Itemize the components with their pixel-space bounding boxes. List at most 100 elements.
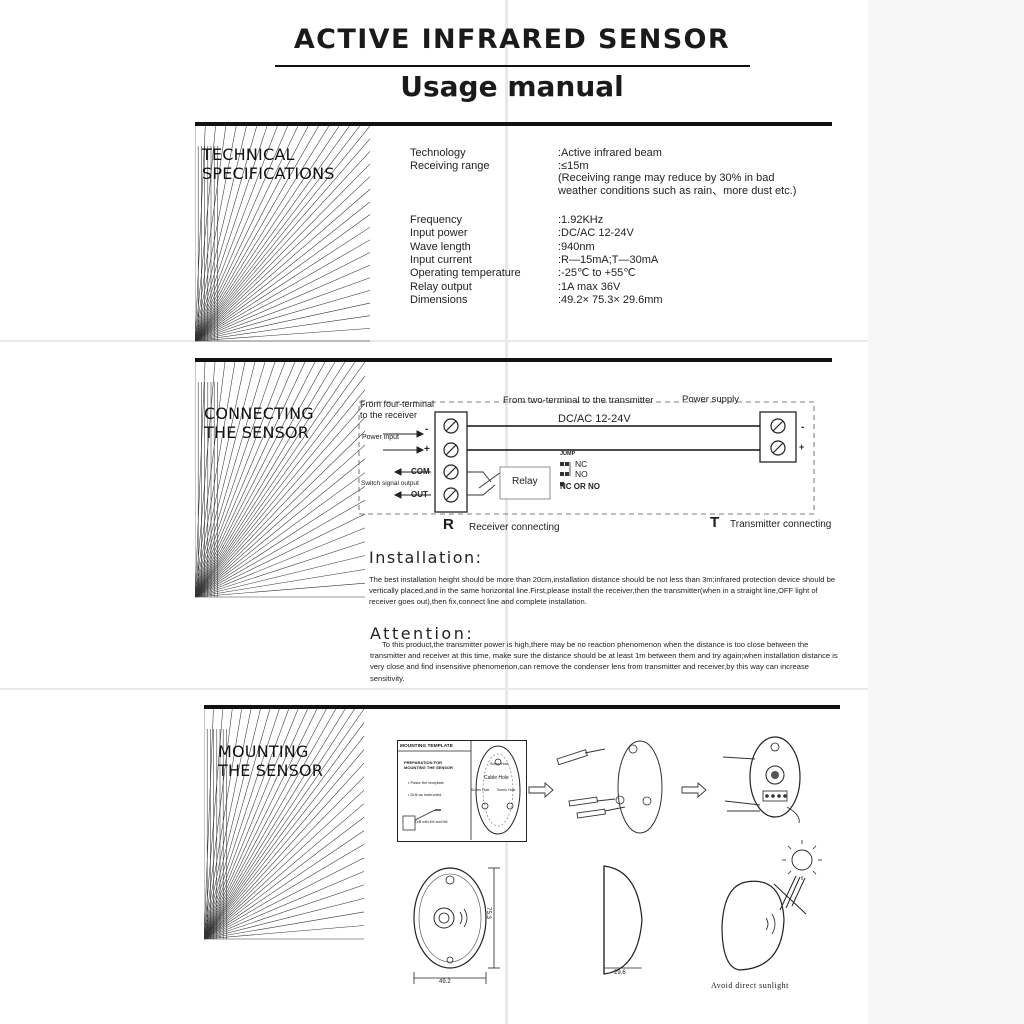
- spec-note: (Receiving range may reduce by 30% in ba…: [558, 172, 775, 184]
- ray-line: [195, 290, 371, 342]
- attention-heading: Attention:: [370, 624, 475, 643]
- ray-line: [195, 151, 371, 342]
- ray-line: [204, 709, 337, 940]
- transmitter-minus-label: -: [801, 422, 805, 433]
- attention-text: To this product,the transmitter power is…: [370, 640, 838, 683]
- ray-line: [204, 709, 214, 940]
- ray-line: [195, 499, 366, 598]
- ray-line: [204, 776, 365, 940]
- ray-line: [204, 857, 365, 940]
- template-subtitle: PREPARATION FOR MOUNTING THE SENSOR: [404, 760, 453, 770]
- spec-row: Relay output:1A max 36V: [410, 281, 621, 293]
- ray-line: [204, 762, 365, 940]
- sunlight-warning-drawing: [721, 840, 822, 971]
- power-supply-label: Power supply: [682, 394, 740, 405]
- ray-graphic: [195, 126, 371, 342]
- ray-line: [195, 126, 340, 342]
- ray-line: [204, 789, 365, 940]
- ray-line: [195, 163, 371, 342]
- ray-line: [195, 362, 206, 598]
- nc-label: NC: [575, 459, 588, 469]
- ray-line: [195, 239, 371, 342]
- spec-row: Technology:Active infrared beam: [410, 147, 662, 159]
- fold-crease: [505, 0, 508, 1024]
- ray-line: [195, 176, 371, 342]
- four-terminal-label: From four-terminal to the receiver: [360, 399, 435, 420]
- ray-line: [195, 362, 256, 598]
- ray-line: [195, 362, 276, 598]
- ray-line: [195, 582, 366, 598]
- ray-line: [195, 138, 371, 342]
- ray-line: [204, 722, 365, 940]
- transmitter-letter: T: [710, 514, 720, 531]
- voltage-label: DC/AC 12-24V: [558, 413, 631, 425]
- ray-line: [195, 458, 366, 598]
- out-label: OUT: [411, 490, 428, 499]
- two-terminal-label: From two-terminal to the transmitter: [503, 395, 654, 406]
- ray-line: [195, 126, 258, 342]
- ray-line: [195, 389, 366, 598]
- sensor-base-drawing: [722, 736, 801, 824]
- ray-line: [204, 709, 252, 940]
- ray-line: [195, 126, 371, 342]
- installation-heading: Installation:: [369, 548, 483, 567]
- title-underline: [275, 65, 750, 67]
- ray-line: [195, 362, 316, 598]
- spec-row: Operating temperature:-25℃ to +55℃: [410, 267, 636, 279]
- ray-line: [204, 925, 365, 940]
- section-divider: [195, 122, 832, 126]
- ray-line: [204, 817, 365, 940]
- ray-line: [195, 444, 366, 598]
- ray-line: [204, 911, 365, 940]
- ray-line: [195, 226, 371, 342]
- ray-line: [195, 126, 247, 342]
- ray-line: [195, 362, 226, 598]
- section-divider: [204, 705, 840, 709]
- spec-note: weather conditions such as rain、more dus…: [558, 185, 797, 197]
- ray-line: [204, 709, 318, 940]
- com-label: COM: [411, 467, 430, 476]
- front-dimension-drawing: [413, 867, 500, 984]
- template-step-2: • Drill as instructed: [408, 792, 442, 797]
- ray-line: [204, 749, 365, 940]
- screw-hole-right-label: Screw Hole: [497, 788, 516, 792]
- template-drawing: [397, 740, 521, 840]
- ray-line: [195, 126, 288, 342]
- switch-signal-label: Switch signal output: [361, 480, 419, 487]
- ray-line: [195, 328, 371, 342]
- ray-line: [195, 264, 371, 342]
- ray-line: [195, 126, 278, 342]
- avoid-sunlight-caption: Avoid direct sunlight: [711, 981, 789, 990]
- installation-text: The best installation height should be m…: [369, 575, 836, 607]
- ray-line: [204, 709, 299, 940]
- ray-line: [204, 803, 365, 940]
- ray-line: [195, 126, 350, 342]
- ray-line: [195, 277, 371, 342]
- screw-hole-top-label: Screw Hole: [490, 762, 509, 766]
- ray-line: [195, 126, 299, 342]
- ray-line: [204, 844, 365, 940]
- wiring-diagram: [358, 401, 815, 515]
- section-title-connecting: CONNECTING THE SENSOR: [204, 404, 314, 442]
- ray-line: [195, 362, 346, 598]
- ray-line: [204, 898, 365, 940]
- ray-line: [195, 362, 326, 598]
- section-title-mounting: MOUNTING THE SENSOR: [218, 742, 324, 780]
- relay-label: Relay: [512, 476, 538, 487]
- ray-line: [195, 315, 371, 342]
- transmitter-plus-label: +: [799, 442, 805, 452]
- ray-line: [204, 709, 365, 940]
- document-title: ACTIVE INFRARED SENSOR: [293, 24, 731, 55]
- depth-dimension: 29.6: [614, 970, 626, 976]
- ray-line: [195, 362, 296, 598]
- template-title: MOUNTING TEMPLATE: [400, 744, 453, 749]
- section-title-technical: TECHNICAL SPECIFICATIONS: [202, 145, 335, 183]
- receiver-minus-label: -: [425, 424, 429, 435]
- ray-line: [195, 362, 246, 598]
- ray-line: [195, 541, 366, 598]
- ray-line: [204, 709, 346, 940]
- ray-line: [195, 126, 268, 342]
- ray-line: [204, 709, 289, 940]
- ray-line: [195, 362, 366, 598]
- cable-hole-label: Cable Hole: [484, 775, 509, 781]
